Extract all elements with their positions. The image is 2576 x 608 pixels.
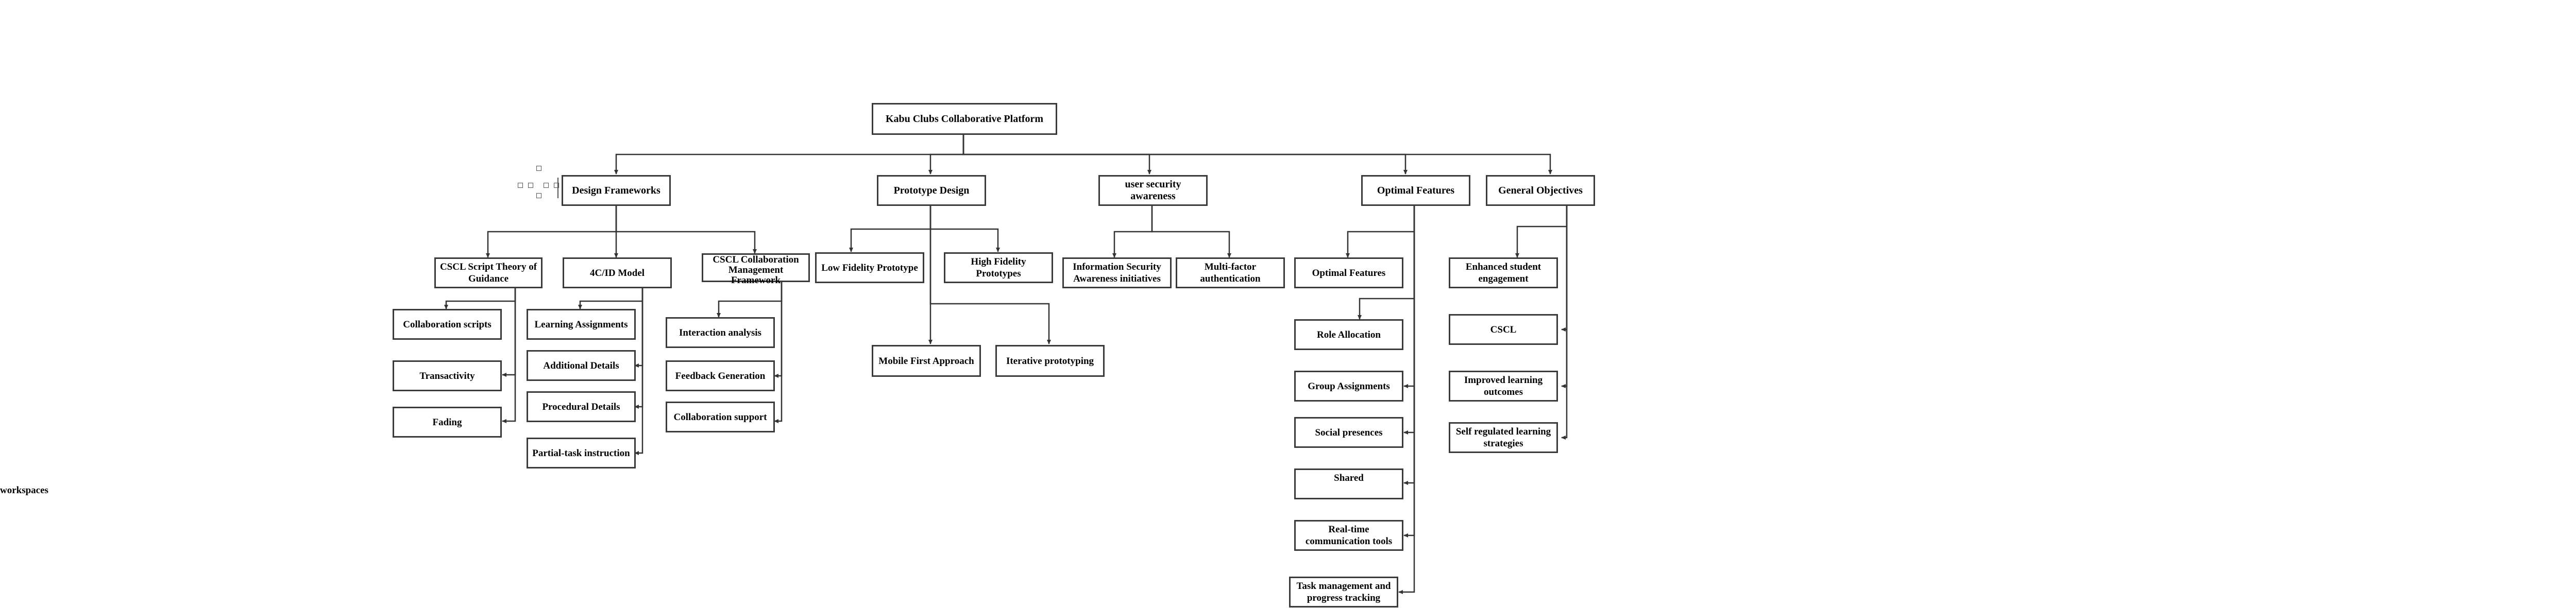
- node-group-assignments[interactable]: Group Assignments: [1294, 371, 1403, 402]
- edge-collab-interaction: [717, 282, 783, 318]
- resize-handle[interactable]: [536, 166, 541, 171]
- node-fading[interactable]: Fading: [393, 407, 502, 438]
- node-social-presences[interactable]: Social presences: [1294, 417, 1403, 448]
- node-procedural-details[interactable]: Procedural Details: [527, 391, 636, 422]
- node-iterative-prototyping[interactable]: Iterative prototyping: [995, 345, 1105, 377]
- edge-optimal-shared: [1403, 206, 1415, 485]
- edge-root-general: [962, 135, 1552, 175]
- edge-general-engagement: [1515, 206, 1568, 258]
- node-optimal-features-child[interactable]: Optimal Features: [1294, 257, 1403, 288]
- node-cscl-collaboration-framework[interactable]: CSCL Collaboration Management Framework: [702, 253, 810, 286]
- edge-4cid-additional: [634, 288, 643, 368]
- node-user-security-awareness[interactable]: user security awareness: [1098, 175, 1208, 206]
- edge-optimal-features: [1346, 206, 1415, 258]
- node-multi-factor-authentication[interactable]: Multi-factor authentication: [1176, 257, 1285, 288]
- edge-optimal-group: [1403, 206, 1415, 388]
- node-realtime-communication-tools[interactable]: Real-time communication tools: [1294, 520, 1403, 551]
- edge-optimal-social: [1403, 206, 1415, 435]
- node-low-fidelity-prototype[interactable]: Low Fidelity Prototype: [815, 252, 924, 283]
- edge-4cid-learning: [578, 288, 643, 309]
- edge-collab-feedback: [774, 282, 783, 378]
- resize-handle[interactable]: [528, 183, 533, 188]
- edge-design-collab: [615, 206, 757, 254]
- edge-security-mfa: [1151, 206, 1231, 258]
- edge-proto-high: [929, 206, 1000, 252]
- edge-cscl-fading: [502, 288, 516, 423]
- node-learning-assignments[interactable]: Learning Assignments: [527, 309, 636, 340]
- edge-proto-iterative: [929, 206, 1051, 344]
- resize-handle[interactable]: [518, 183, 523, 188]
- resize-handle[interactable]: [536, 193, 541, 198]
- node-design-frameworks[interactable]: Design Frameworks: [562, 175, 671, 206]
- node-shared[interactable]: Shared: [1294, 468, 1403, 499]
- edge-security-info: [1112, 206, 1153, 258]
- node-partial-task-instruction[interactable]: Partial-task instruction: [527, 438, 636, 468]
- node-role-allocation[interactable]: Role Allocation: [1294, 319, 1403, 350]
- node-enhanced-student-engagement[interactable]: Enhanced student engagement: [1449, 257, 1558, 288]
- node-self-regulated-learning[interactable]: Self regulated learning strategies: [1449, 422, 1558, 453]
- edge-cscl-scripts: [444, 288, 516, 309]
- edge-optimal-task: [1398, 206, 1415, 594]
- node-4cid-model[interactable]: 4C/ID Model: [563, 257, 672, 288]
- root-node[interactable]: Kabu Clubs Collaborative Platform: [872, 103, 1057, 135]
- node-task-management[interactable]: Task management and progress tracking: [1289, 577, 1398, 607]
- edge-collab-support: [774, 282, 783, 423]
- edge-design-cscl: [486, 206, 617, 258]
- node-collaboration-support[interactable]: Collaboration support: [666, 402, 775, 432]
- resize-handle[interactable]: [544, 183, 549, 188]
- node-information-security-awareness[interactable]: Information Security Awareness initiativ…: [1062, 257, 1172, 288]
- node-cscl-script-theory[interactable]: CSCL Script Theory of Guidance: [434, 257, 543, 288]
- stray-label-workspaces: workspaces: [0, 485, 48, 496]
- edge-optimal-realtime: [1403, 206, 1415, 537]
- node-mobile-first-approach[interactable]: Mobile First Approach: [872, 345, 981, 377]
- handle-guide: [557, 178, 558, 198]
- node-collaboration-scripts[interactable]: Collaboration scripts: [393, 309, 502, 340]
- node-cscl[interactable]: CSCL: [1449, 314, 1558, 345]
- edge-general-selfreg: [1561, 206, 1568, 440]
- edge-general-improved: [1561, 206, 1568, 388]
- node-prototype-design[interactable]: Prototype Design: [877, 175, 986, 206]
- edge-4cid-partial: [634, 288, 643, 455]
- edge-4cid-procedural: [634, 288, 643, 409]
- node-improved-learning-outcomes[interactable]: Improved learning outcomes: [1449, 371, 1558, 402]
- resize-handle[interactable]: [554, 183, 559, 188]
- node-feedback-generation[interactable]: Feedback Generation: [666, 360, 775, 391]
- node-additional-details[interactable]: Additional Details: [527, 350, 636, 381]
- node-transactivity[interactable]: Transactivity: [393, 360, 502, 391]
- edge-proto-low: [849, 206, 931, 252]
- node-interaction-analysis[interactable]: Interaction analysis: [666, 317, 775, 348]
- node-high-fidelity-prototypes[interactable]: High Fidelity Prototypes: [944, 252, 1053, 283]
- edge-root-prototype: [928, 135, 964, 175]
- node-optimal-features[interactable]: Optimal Features: [1361, 175, 1470, 206]
- edge-root-design: [614, 135, 964, 175]
- edge-general-cscl: [1561, 206, 1568, 332]
- node-general-objectives[interactable]: General Objectives: [1486, 175, 1595, 206]
